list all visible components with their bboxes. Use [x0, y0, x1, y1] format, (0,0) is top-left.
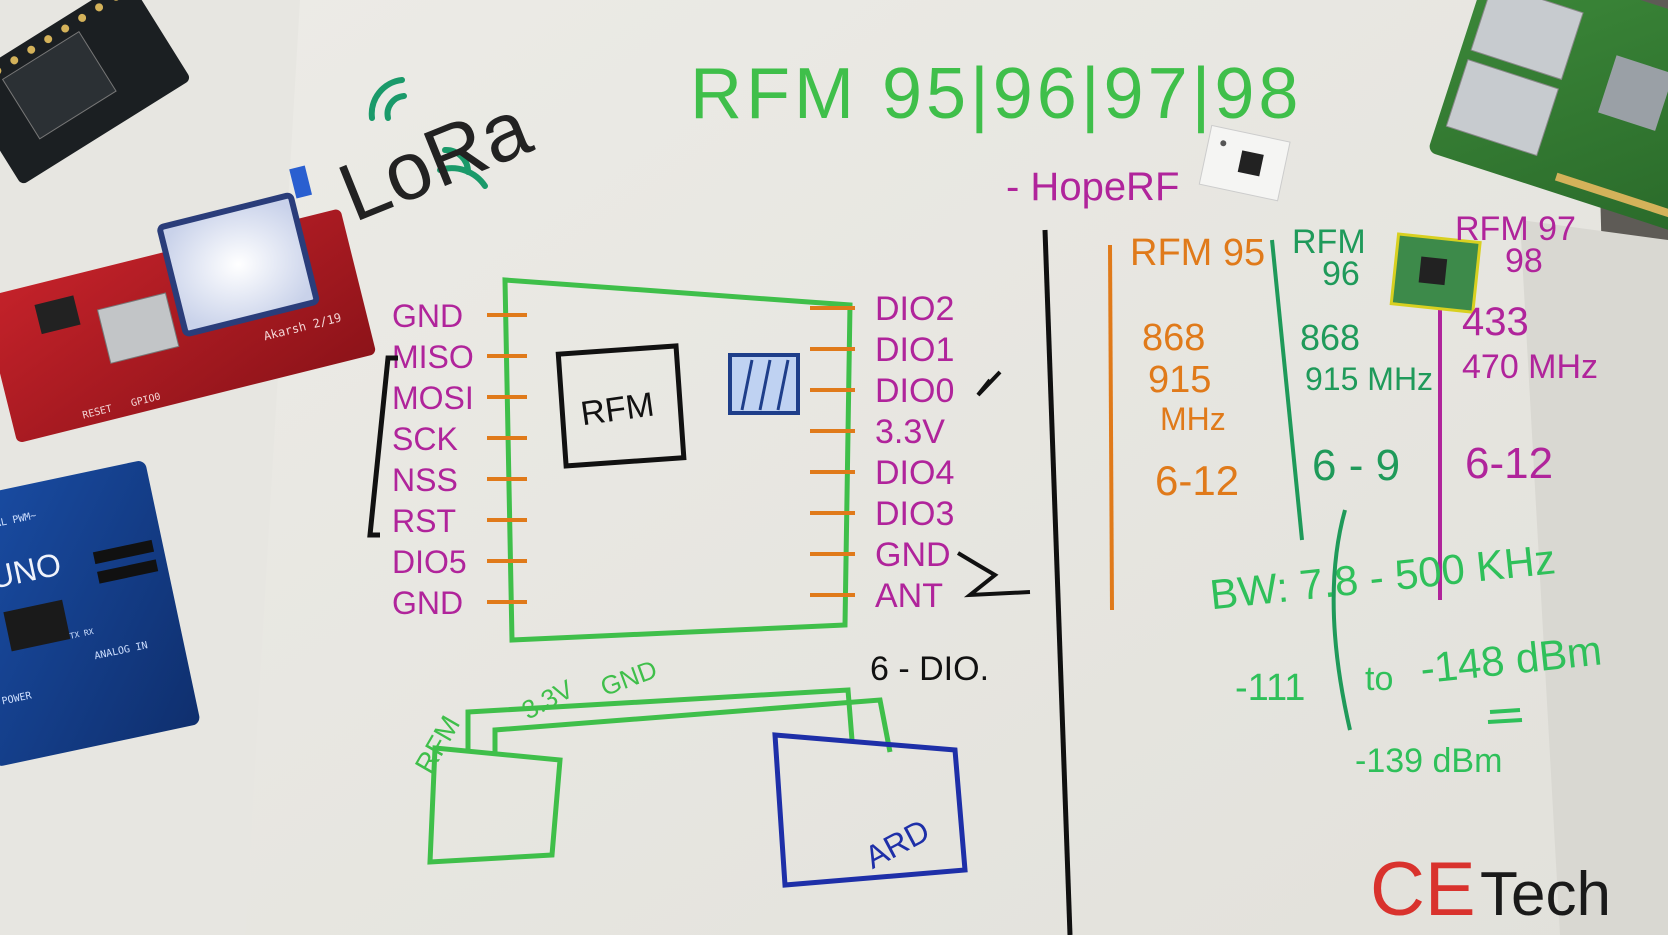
left-pin-label: MOSI: [392, 380, 474, 416]
rfm97-header-2: 98: [1505, 242, 1543, 280]
lora-wave-icon: [368, 77, 488, 189]
sensitivity-bottom: -139 dBm: [1355, 742, 1502, 780]
whiteboard-sheet: [245, 0, 1620, 935]
left-pin-label: MISO: [392, 339, 474, 375]
rfm96-sf: 6 - 9: [1312, 441, 1400, 490]
brand-tech: Tech: [1480, 860, 1611, 929]
vcc-wire: [465, 687, 855, 752]
sensitivity-low: -111: [1235, 667, 1305, 709]
checkmark-icon: [976, 370, 1002, 397]
right-pin-label: DIO2: [875, 290, 954, 328]
left-pin-label: RST: [392, 503, 456, 539]
oled-screen: [157, 192, 320, 337]
module-photo: [1198, 124, 1291, 202]
rfm95-sf: 6-12: [1155, 457, 1239, 504]
rfm95-header: RFM 95: [1130, 232, 1265, 274]
left-pin-label: SCK: [392, 421, 458, 457]
rfm96-header-1: RFM: [1292, 223, 1366, 261]
rfm96-header-2: 96: [1322, 255, 1360, 293]
dio-label: 6 - DIO.: [870, 650, 989, 688]
gnd-wire: [492, 697, 893, 755]
rfm97-freq-1: 433: [1462, 300, 1529, 344]
lora-oled-board: Akarsh 2/19 RESET GPIO0: [0, 165, 376, 443]
usb-ports: [1470, 0, 1584, 81]
left-pin-label: GND: [392, 298, 463, 334]
right-pin-label: 3.3V: [875, 413, 945, 451]
rfm-mini-box: [427, 745, 563, 865]
cetech-logo: CE Tech: [1370, 847, 1611, 932]
right-pin-label: DIO4: [875, 454, 954, 492]
left-pin-label: DIO5: [392, 544, 467, 580]
spi-bracket: [367, 355, 398, 538]
rfm95-column-line: [1108, 244, 1114, 611]
esp-shield: [96, 292, 180, 364]
rfm97-sf: 6-12: [1465, 439, 1553, 488]
arduino-mini-box: [772, 732, 968, 888]
module-photo-small: [1389, 232, 1482, 314]
right-pin-label: DIO1: [875, 331, 954, 369]
rfm97-freq-2: 470 MHz: [1462, 348, 1598, 386]
right-pin-label: GND: [875, 536, 951, 574]
nodemcu-board: [0, 0, 190, 184]
sensitivity-to: to: [1365, 660, 1393, 698]
right-pin-label: DIO3: [875, 495, 954, 533]
sensitivity-arrow: [1331, 509, 1352, 731]
rfm96-freq-1: 868: [1300, 317, 1360, 358]
right-pin-leads: [810, 306, 855, 597]
rfm95-freq-2: 915: [1148, 359, 1211, 401]
page-title: RFM 95|96|97|98: [690, 54, 1302, 134]
rfm96-freq-2: 915 MHz: [1305, 361, 1433, 397]
right-paper: [1520, 220, 1668, 935]
brand-ce: CE: [1370, 847, 1476, 932]
rfm95-freq-1: 868: [1142, 317, 1205, 359]
vendor-label: - HopeRF: [1006, 165, 1179, 209]
rfm96-column-line: [1270, 239, 1304, 541]
arduino-uno-board: UNO DIGITAL PWM~ TX RX ANALOG IN POWER: [0, 461, 200, 766]
antenna-ground-scribble: [956, 551, 1031, 598]
right-pin-label: ANT: [875, 577, 943, 615]
left-pin-label: GND: [392, 585, 463, 621]
rfm97-header-1: RFM 97: [1455, 210, 1576, 248]
chip-box: [555, 343, 687, 469]
divider-line: [1042, 229, 1073, 935]
crystal-icon: [728, 353, 800, 415]
uno-chip: [3, 599, 71, 652]
right-pin-label: DIO0: [875, 372, 954, 410]
rfm95-freq-unit: MHz: [1160, 401, 1226, 437]
left-pin-leads: [487, 313, 527, 604]
left-pin-label: NSS: [392, 462, 458, 498]
